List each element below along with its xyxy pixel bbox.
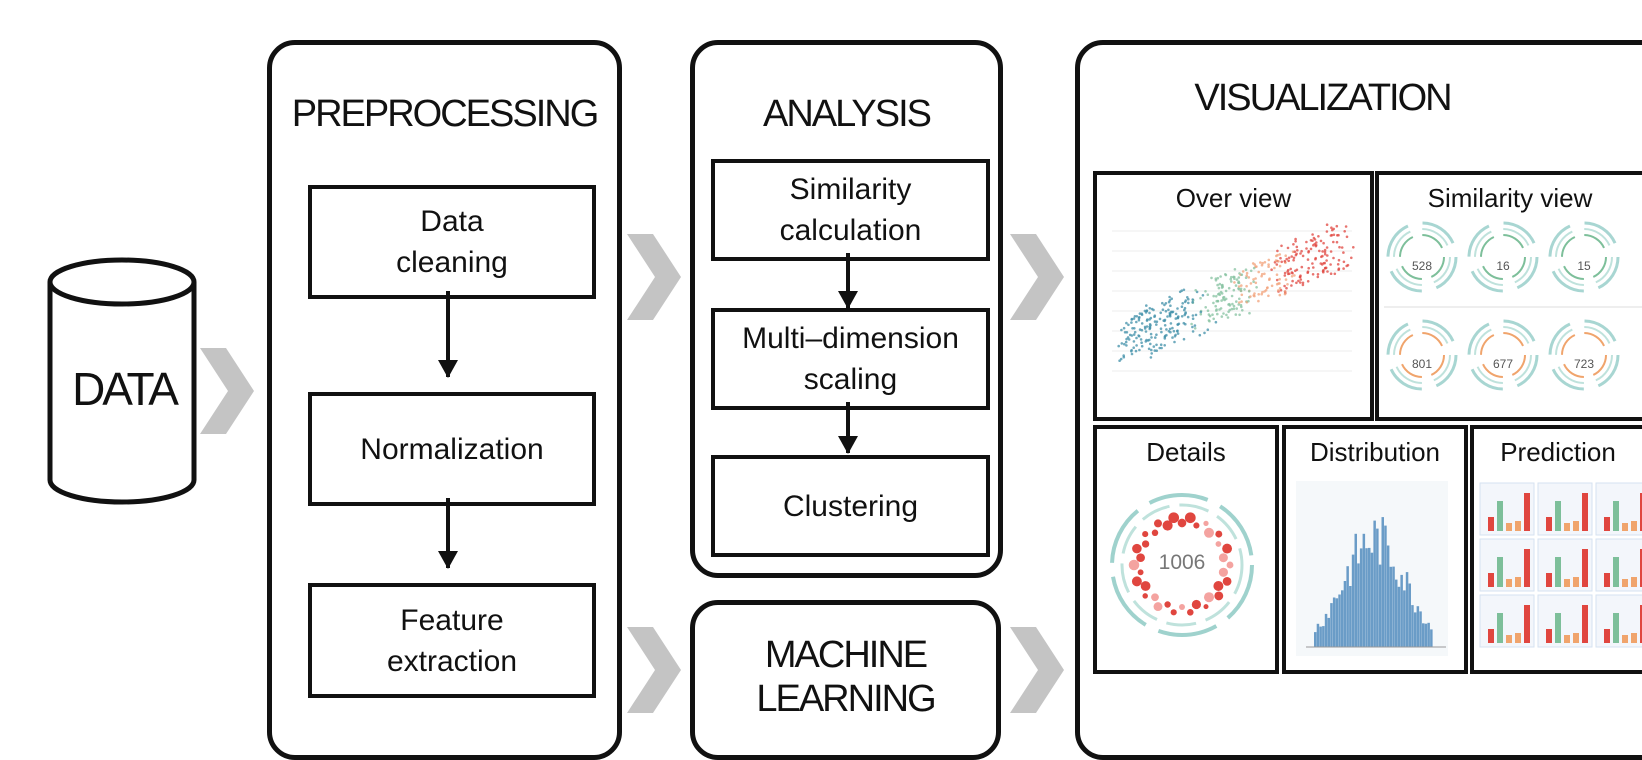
similarity-calculation-step: Similarity calculation (711, 159, 990, 261)
overview-box: Over view (1093, 171, 1374, 421)
prediction-box: Prediction (1470, 425, 1642, 674)
preprocessing-title: PREPROCESSING (291, 93, 600, 135)
distribution-box: Distribution (1282, 425, 1468, 674)
overview-scatter-plot (1112, 223, 1355, 372)
similarity-id-801: 801 (1411, 357, 1433, 371)
clustering-step: Clustering (711, 455, 990, 557)
analysis-panel: ANALYSIS Similarity calculation Multi–di… (690, 40, 1003, 578)
down-arrow-icon (438, 291, 458, 378)
down-arrow-icon (838, 402, 858, 454)
chevron-arrow-icon (1010, 234, 1064, 320)
distribution-histogram (1296, 481, 1448, 656)
chevron-arrow-icon (200, 348, 254, 434)
data-cylinder (47, 257, 197, 505)
details-box: Details 1006 (1093, 425, 1279, 674)
similarity-id-16: 16 (1496, 259, 1510, 273)
similarity-view-box: Similarity view 528 16 15 801 677 723 (1375, 171, 1642, 421)
similarity-rings (1384, 221, 1642, 391)
machine-learning-panel: MACHINE LEARNING (690, 600, 1001, 760)
down-arrow-icon (838, 253, 858, 309)
multi-dimension-scaling-step: Multi–dimension scaling (711, 308, 990, 410)
similarity-id-723: 723 (1573, 357, 1595, 371)
details-title: Details (1146, 437, 1226, 467)
overview-title: Over view (1175, 183, 1292, 213)
normalization-step: Normalization (308, 392, 596, 506)
analysis-title: ANALYSIS (762, 93, 932, 135)
data-label: DATA (72, 363, 179, 415)
similarity-id-677: 677 (1492, 357, 1514, 371)
distribution-title: Distribution (1309, 437, 1441, 467)
prediction-bar-grid (1479, 482, 1642, 648)
similarity-id-15: 15 (1577, 259, 1591, 273)
chevron-arrow-icon (627, 627, 681, 713)
preprocessing-panel: PREPROCESSING Data cleaning Normalizatio… (267, 40, 622, 760)
chevron-arrow-icon (1010, 627, 1064, 713)
details-value: 1006 (1158, 551, 1206, 574)
similarity-id-528: 528 (1411, 259, 1433, 273)
feature-extraction-step: Feature extraction (308, 583, 596, 698)
chevron-arrow-icon (627, 234, 681, 320)
prediction-title: Prediction (1500, 437, 1616, 467)
machine-learning-title: MACHINE LEARNING (756, 634, 936, 720)
down-arrow-icon (438, 498, 458, 569)
data-cleaning-step: Data cleaning (308, 185, 596, 299)
similarity-view-title: Similarity view (1427, 183, 1593, 213)
details-ring-chart (1110, 493, 1254, 637)
visualization-title: VISUALIZATION (1194, 77, 1452, 119)
